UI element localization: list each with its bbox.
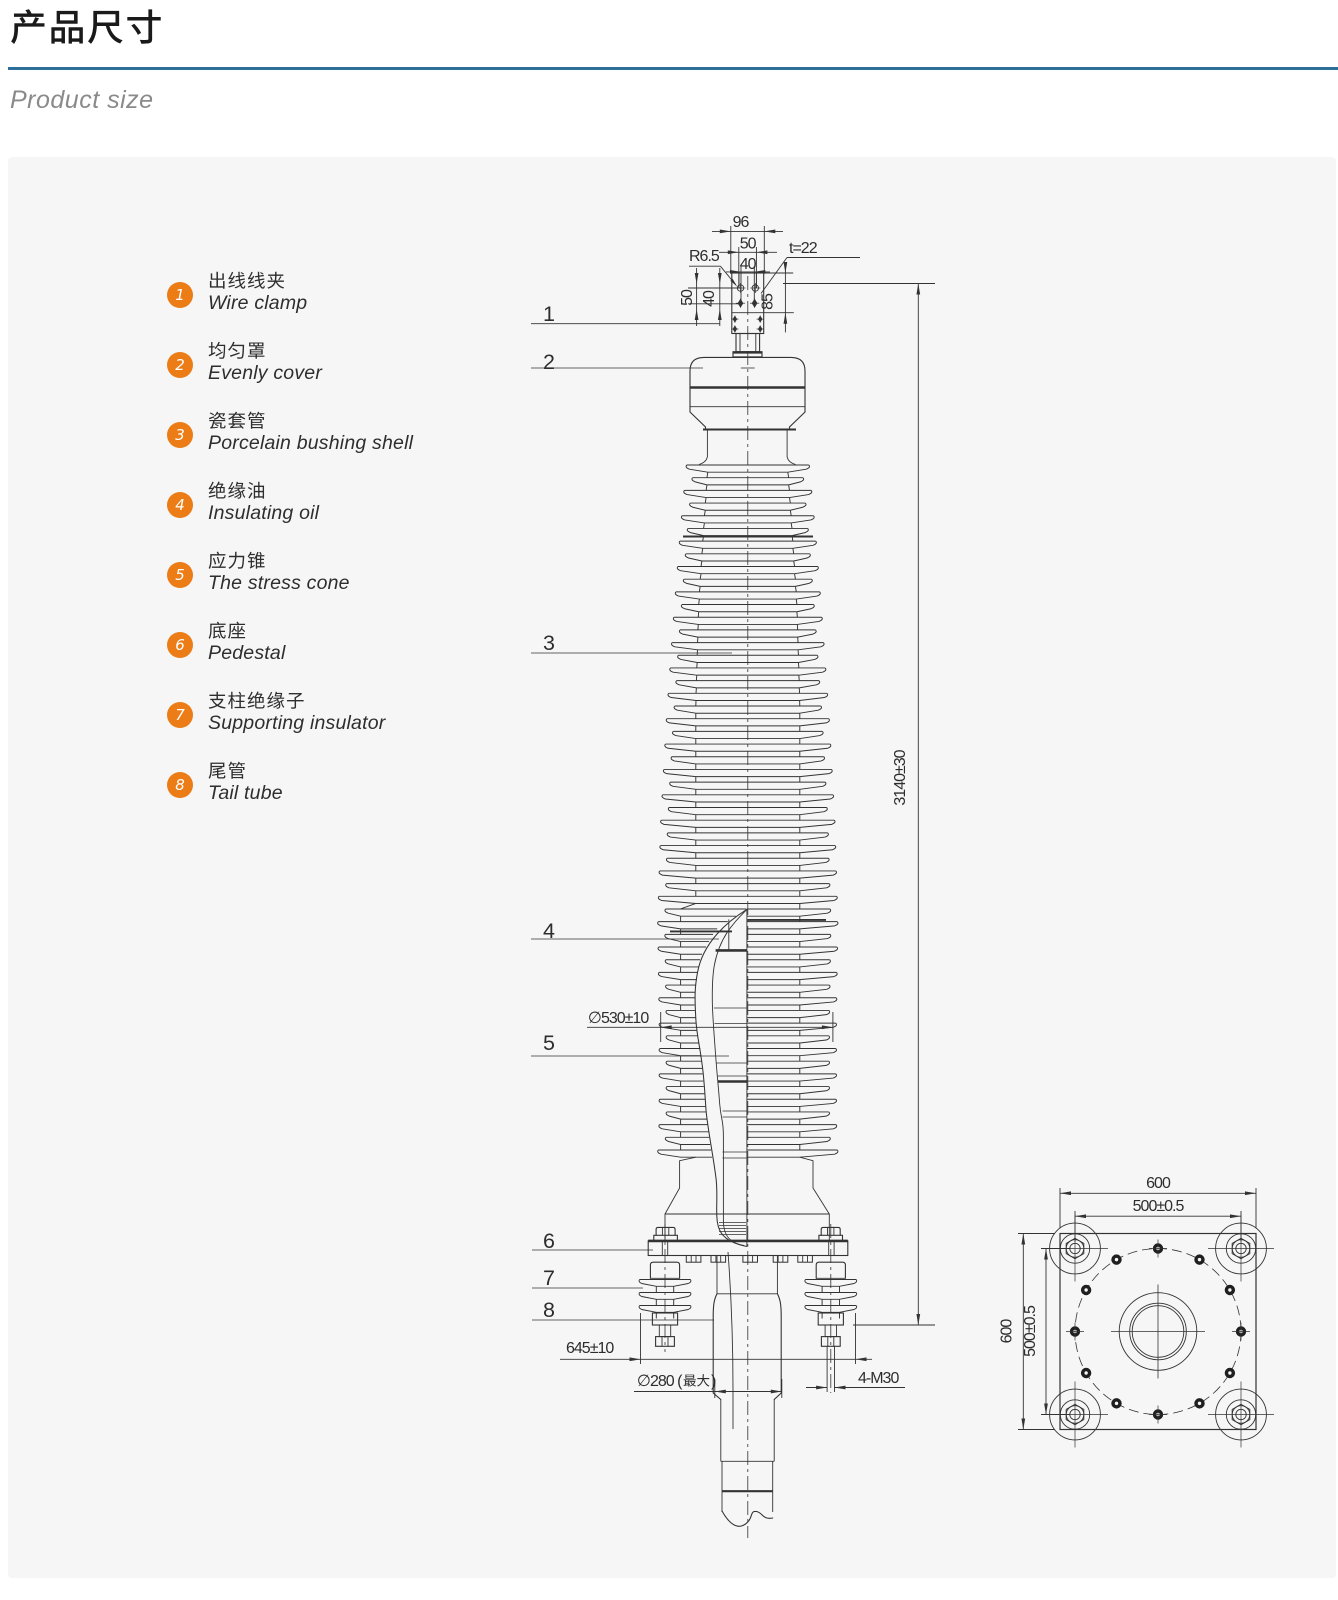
dim-50-left: 50	[679, 289, 696, 306]
dim-3140: 3140±30	[892, 749, 909, 805]
dim-645: 645±10	[566, 1340, 614, 1357]
legend-label-zh	[208, 621, 247, 643]
tail-tube	[712, 1255, 782, 1527]
legend-label-zh	[208, 341, 267, 363]
flange-dim-500-top: 500±0.5	[1133, 1198, 1185, 1215]
legend-label-en: Evenly cover	[208, 362, 323, 384]
legend-badge: 8	[167, 772, 193, 798]
legend-badge: 5	[167, 562, 193, 588]
dim-4m30: 4-M30	[858, 1370, 899, 1387]
part-label-4: 4	[543, 919, 555, 943]
page-title-en: Product size	[10, 86, 154, 114]
legend-label-en: Supporting insulator	[208, 712, 386, 734]
flange-top-view: 600 500±0.5 600 500±0.5	[999, 1175, 1274, 1448]
legend-badge: 3	[167, 422, 193, 448]
page-title-zh	[10, 8, 164, 60]
legend-label-zh	[208, 481, 267, 503]
flange-dim-600-left: 600	[999, 1319, 1016, 1344]
legend-badge: 4	[167, 492, 193, 518]
legend-badge: 1	[167, 282, 193, 308]
dim-530: ∅530±10	[588, 1010, 649, 1027]
part-label-5: 5	[543, 1031, 555, 1055]
legend-label-zh	[208, 271, 286, 293]
legend-label-zh	[208, 761, 247, 783]
flange-dim-500-left: 500±0.5	[1022, 1305, 1039, 1357]
legend-label-en: Porcelain bushing shell	[208, 432, 414, 454]
legend-label-zh	[208, 411, 267, 433]
legend-label-zh	[208, 551, 267, 573]
porcelain-sheds	[657, 464, 839, 1158]
dim-40-left: 40	[701, 290, 718, 307]
pedestal	[647, 1156, 849, 1263]
dim-280-close: )	[711, 1373, 716, 1390]
support-insulators	[638, 1224, 858, 1393]
dim-r65: R6.5	[689, 248, 720, 265]
legend-label-en: Wire clamp	[208, 292, 308, 314]
legend-label-en: Tail tube	[208, 782, 283, 804]
legend-label-en: Pedestal	[208, 642, 286, 664]
dim-280: ∅280 (	[637, 1373, 683, 1390]
dim-50: 50	[740, 236, 757, 253]
dim-96: 96	[733, 214, 750, 231]
evenly-cover	[689, 356, 806, 465]
part-label-8: 8	[543, 1298, 555, 1322]
part-leaders: 1 2 3 4 5 6 7 8	[531, 302, 732, 1322]
legend-badge: 6	[167, 632, 193, 658]
dim-40: 40	[740, 256, 757, 273]
legend-badge: 7	[167, 702, 193, 728]
part-label-6: 6	[543, 1229, 555, 1253]
dim-t22: t=22	[789, 240, 818, 257]
part-label-2: 2	[543, 350, 555, 374]
cutaway-stress-cone	[694, 908, 748, 1429]
part-label-1: 1	[543, 302, 555, 326]
dim-85: 85	[760, 293, 777, 310]
dim-280-cjk	[683, 1374, 710, 1387]
legend-badge: 2	[167, 352, 193, 378]
legend-label-en: Insulating oil	[208, 502, 320, 524]
header-rule	[8, 67, 1338, 70]
flange-dim-600-top: 600	[1146, 1175, 1171, 1192]
legend-label-en: The stress cone	[208, 572, 350, 594]
part-label-7: 7	[543, 1266, 555, 1290]
legend-label-zh	[208, 691, 306, 713]
dimensions: 96 50 40 R6.5 t=22 50 40 85 3140±30 ∅530±10 645±10…	[560, 214, 935, 1398]
part-label-3: 3	[543, 631, 555, 655]
